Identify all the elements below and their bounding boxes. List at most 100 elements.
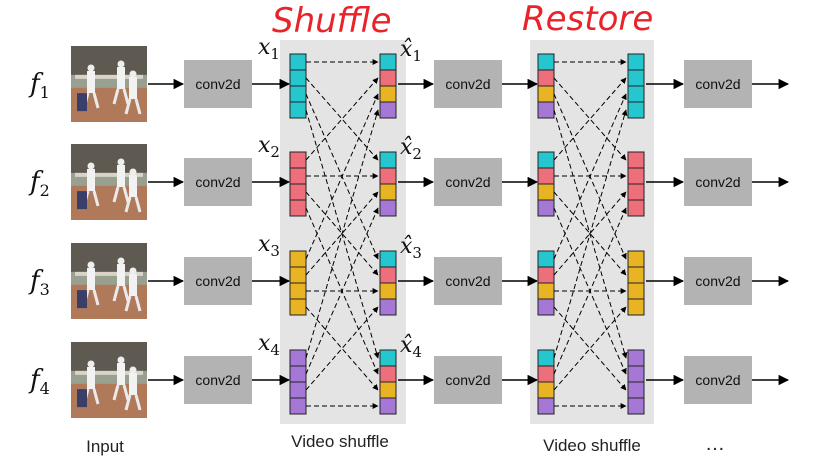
x-stack-4-cell [289, 381, 307, 399]
restore-in-stack-3-cell [537, 298, 555, 316]
xhat-stack-2-cell [379, 199, 397, 217]
restore-out-stack-3-cell [627, 266, 645, 284]
conv2d-label: conv2d [195, 174, 240, 190]
shuffle-dashed-arrow [553, 109, 628, 359]
restore-out-stack-4-cell [627, 365, 645, 383]
x-stack-4-cell [289, 349, 307, 367]
conv2d-box [184, 60, 252, 108]
x-stack-3-cell [289, 282, 307, 300]
shuffle-dashed-arrow [305, 77, 379, 161]
restore-in-stack-1-cell [537, 85, 555, 103]
shuffle-dashed-arrow [553, 77, 627, 161]
restore-out-stack-4-cell [627, 381, 645, 399]
fencer-body [117, 67, 125, 89]
shuffle-dashed-arrow [553, 306, 627, 391]
fencer-leg [124, 394, 132, 411]
fencer-head [117, 60, 125, 68]
restore-in-stack-3-cell [537, 266, 555, 284]
conv2d-label: conv2d [695, 174, 740, 190]
restore-in-stack-3-cell [537, 282, 555, 300]
conv2d-label: conv2d [195, 76, 240, 92]
conv2d-box [684, 158, 752, 206]
fencer-leg [112, 186, 120, 203]
xhat-label-3: x̂3 [400, 234, 422, 262]
x-stack-4-cell [289, 397, 307, 415]
conv2d-label: conv2d [445, 273, 490, 289]
spectator [77, 93, 87, 112]
conv2d-label: conv2d [695, 372, 740, 388]
thumbnail-wall [71, 144, 147, 173]
conv2d-label: conv2d [445, 174, 490, 190]
fencer-body [87, 169, 95, 191]
shuffle-annotation: Shuffle [272, 1, 392, 41]
restore-in-stack-1-cell [537, 69, 555, 87]
frame-thumbnail-4 [71, 342, 147, 418]
conv2d-box [184, 158, 252, 206]
shuffle-dashed-arrow [305, 109, 380, 359]
thumbnail-wall [71, 342, 147, 371]
fencer-head [87, 64, 95, 72]
restore-out-stack-1-cell [627, 85, 645, 103]
conv2d-label: conv2d [445, 372, 490, 388]
conv2d-box [434, 356, 502, 404]
xhat-stack-1-cell [379, 85, 397, 103]
restore-out-stack-3-cell [627, 282, 645, 300]
restore-annotation: Restore [522, 0, 653, 39]
fencer-head [87, 261, 95, 269]
x-label-3: x3 [258, 232, 280, 260]
xhat-stack-1-cell [379, 101, 397, 119]
x-stack-1-cell [289, 53, 307, 71]
fencer-head [117, 158, 125, 166]
conv2d-label: conv2d [195, 372, 240, 388]
diagram-elements: f1f2f3f4conv2dconv2dconv2dconv2dconv2dco… [28, 35, 790, 418]
x-label-4: x4 [258, 331, 280, 359]
x-stack-3-cell [289, 266, 307, 284]
x-stack-1-cell [289, 85, 307, 103]
fencer-head [117, 257, 125, 265]
spectator [77, 191, 87, 210]
thumbnail-railing [75, 74, 143, 79]
fencer-leg [124, 295, 132, 312]
fencer-leg [122, 285, 130, 302]
xhat-stack-3-cell [379, 298, 397, 316]
fencer-leg [134, 196, 142, 213]
conv2d-box [684, 257, 752, 305]
conv2d-label: conv2d [195, 273, 240, 289]
restore-in-stack-1-cell [537, 53, 555, 71]
fencer-body [129, 373, 137, 395]
frame-thumbnail-2 [71, 144, 147, 220]
ellipsis-caption: … [705, 433, 725, 455]
restore-out-stack-4-cell [627, 397, 645, 415]
shuffle-dashed-arrow [305, 207, 379, 375]
fencer-body [117, 264, 125, 286]
fencer-leg [92, 92, 100, 109]
conv2d-label: conv2d [695, 273, 740, 289]
fencer-leg [122, 384, 130, 401]
fencer-leg [134, 394, 142, 411]
restore-in-stack-4-cell [537, 397, 555, 415]
x-stack-2-cell [289, 183, 307, 201]
xhat-stack-3-cell [379, 266, 397, 284]
restore-out-stack-2-cell [627, 151, 645, 169]
fencer-body [117, 363, 125, 385]
shuffle-dashed-arrow [553, 207, 627, 375]
restore-out-stack-3-cell [627, 298, 645, 316]
shuffle-dashed-arrow [305, 77, 379, 161]
shuffle-dashed-arrow [305, 93, 379, 260]
thumbnail-railing [75, 271, 143, 276]
conv2d-box [434, 158, 502, 206]
fencer-leg [92, 289, 100, 306]
restore-in-stack-4-cell [537, 365, 555, 383]
conv2d-box [684, 356, 752, 404]
fencer-leg [124, 98, 132, 115]
conv2d-box [184, 356, 252, 404]
shuffle-dashed-arrow [553, 306, 627, 391]
xhat-stack-3-cell [379, 250, 397, 268]
frame-label-2: f2 [28, 167, 50, 200]
fencer-leg [134, 295, 142, 312]
fencer-body [117, 165, 125, 187]
restore-out-stack-4-cell [627, 349, 645, 367]
fencer-body [87, 268, 95, 290]
xhat-stack-4-cell [379, 365, 397, 383]
fencer-leg [92, 388, 100, 405]
